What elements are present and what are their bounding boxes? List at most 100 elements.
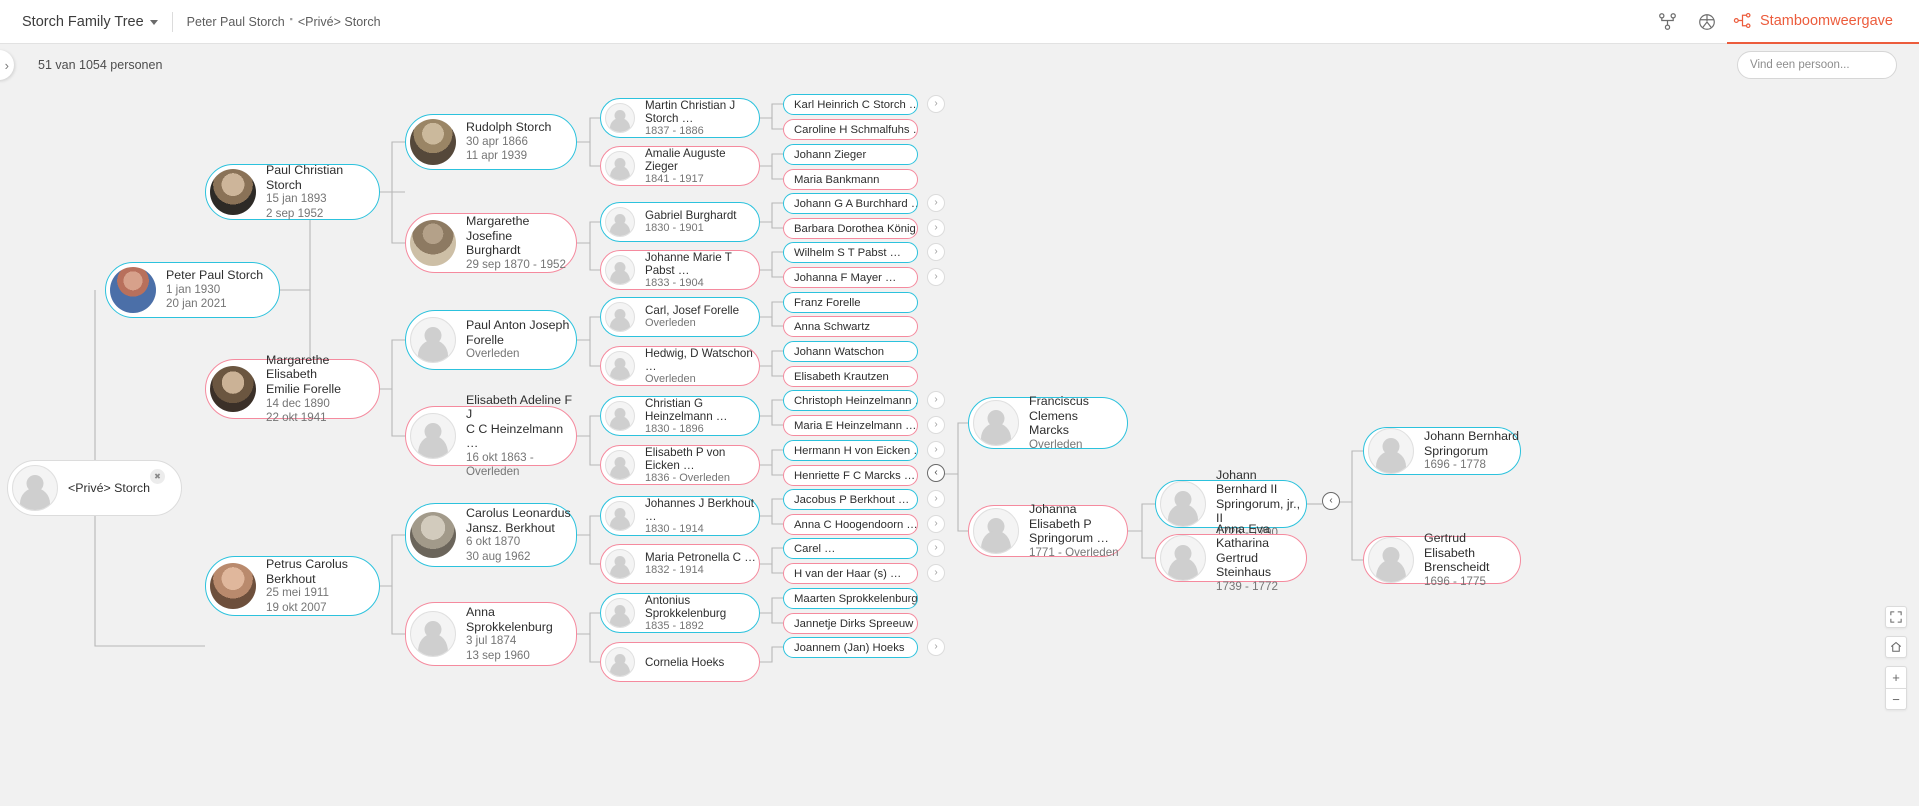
person-chip[interactable]: Maria Bankmann — [783, 169, 918, 190]
expand-chevron-right-icon[interactable]: › — [927, 243, 945, 261]
expand-chevron-right-icon[interactable]: › — [927, 441, 945, 459]
person-chip[interactable]: Caroline H Schmalfuhs … — [783, 119, 918, 140]
person-card[interactable]: Christian G Heinzelmann …1830 - 1896 — [600, 396, 760, 436]
person-chip[interactable]: Maria E Heinzelmann … — [783, 415, 918, 436]
avatar-head — [1382, 547, 1400, 565]
chevron-left-icon: ‹ — [934, 467, 938, 478]
expand-chevron-right-icon[interactable]: › — [927, 391, 945, 409]
expand-chevron-right-icon[interactable]: › — [927, 564, 945, 582]
person-chip[interactable]: Anna C Hoogendoorn … — [783, 514, 918, 535]
expand-chevron-right-icon[interactable]: › — [927, 539, 945, 557]
collapse-marcks-chevron-left-icon[interactable]: ‹ — [927, 464, 945, 482]
person-card[interactable]: Cornelia Hoeks — [600, 642, 760, 682]
person-card[interactable]: Martin Christian J Storch …1837 - 1886 — [600, 98, 760, 138]
person-chip[interactable]: Barbara Dorothea König — [783, 218, 918, 239]
home-icon[interactable] — [1885, 636, 1907, 658]
person-chip[interactable]: Maarten Sprokkelenburg — [783, 588, 918, 609]
expand-chevron-right-icon[interactable]: › — [927, 416, 945, 434]
person-name: Peter Paul Storch — [166, 268, 264, 283]
breadcrumb-leaf[interactable]: <Privé> Storch — [297, 14, 381, 29]
person-chip[interactable]: Carel … — [783, 538, 918, 559]
pedigree-icon[interactable] — [1647, 0, 1687, 44]
avatar-photo — [210, 366, 256, 412]
person-chip[interactable]: Jacobus P Berkhout … — [783, 489, 918, 510]
death-date: 2 sep 1952 — [266, 206, 324, 220]
person-chip[interactable]: Wilhelm S T Pabst … — [783, 242, 918, 263]
person-name: Paul Christian Storch — [266, 163, 344, 192]
card-private-storch[interactable]: <Privé> Storch ✖ — [7, 460, 182, 516]
tree-selector[interactable]: Storch Family Tree — [22, 14, 158, 30]
avatar-photo — [210, 563, 256, 609]
zoom-in-button[interactable]: + — [1885, 666, 1907, 688]
expand-chevron-right-icon[interactable]: › — [927, 638, 945, 656]
expand-chevron-right-icon[interactable]: › — [927, 515, 945, 533]
person-card[interactable]: Johannes J Berkhout …1830 - 1914 — [600, 496, 760, 536]
birth-date: 25 mei 1911 — [266, 586, 329, 600]
tree-name-label: Storch Family Tree — [22, 13, 144, 30]
expand-chevron-right-icon[interactable]: › — [927, 219, 945, 237]
person-chip[interactable]: Henriette F C Marcks … — [783, 465, 918, 486]
person-card[interactable]: Johanna Elisabeth P Springorum …1771 - O… — [968, 502, 1128, 559]
expand-chevron-right-icon[interactable]: › — [927, 194, 945, 212]
person-chip[interactable]: Johann G A Burchhard … — [783, 193, 918, 214]
person-card[interactable]: Elisabeth Adeline F J C C Heinzelmann …1… — [405, 393, 577, 478]
fan-chart-icon[interactable] — [1687, 0, 1727, 44]
chevron-right-icon: › — [934, 394, 938, 405]
person-chip[interactable]: Johanna F Mayer … — [783, 267, 918, 288]
person-card[interactable]: Johanne Marie T Pabst …1833 - 1904 — [600, 250, 760, 290]
person-card[interactable]: Maria Petronella C …1832 - 1914 — [600, 544, 760, 584]
person-chip[interactable]: Johann Watschon — [783, 341, 918, 362]
sidebar-expand-button[interactable]: › — [0, 50, 14, 80]
person-card[interactable]: Hedwig, D Watschon …Overleden — [600, 346, 760, 386]
expand-chevron-right-icon[interactable]: › — [927, 490, 945, 508]
avatar — [605, 647, 635, 677]
search-box[interactable] — [1737, 51, 1904, 79]
avatar-head — [424, 621, 442, 639]
person-chip[interactable]: Franz Forelle — [783, 292, 918, 313]
person-chip[interactable]: Karl Heinrich C Storch … — [783, 94, 918, 115]
person-chip[interactable]: H van der Haar (s) … — [783, 563, 918, 584]
tab-stamboomweergave[interactable]: Stamboomweergave — [1727, 0, 1919, 44]
avatar-head — [987, 410, 1005, 428]
person-chip[interactable]: Anna Schwartz — [783, 316, 918, 337]
search-input[interactable] — [1750, 59, 1904, 71]
breadcrumb-root[interactable]: Peter Paul Storch — [186, 14, 285, 29]
person-chip[interactable]: Elisabeth Krautzen — [783, 366, 918, 387]
zoom-out-button[interactable]: − — [1885, 688, 1907, 710]
person-chip[interactable]: Joannem (Jan) Hoeks — [783, 637, 918, 658]
expand-chevron-right-icon[interactable]: › — [927, 268, 945, 286]
collapse-springorum-chevron-left-icon[interactable]: ‹ — [1322, 492, 1340, 510]
person-chip[interactable]: Hermann H von Eicken … — [783, 440, 918, 461]
avatar — [605, 598, 635, 628]
person-card[interactable]: Elisabeth P von Eicken …1836 - Overleden — [600, 445, 760, 485]
person-chip[interactable]: Johann Zieger — [783, 144, 918, 165]
person-chip[interactable]: Jannetje Dirks Spreeuw — [783, 613, 918, 634]
expand-chevron-right-icon[interactable]: › — [927, 95, 945, 113]
person-chip[interactable]: Christoph Heinzelmann … — [783, 390, 918, 411]
fullscreen-icon[interactable] — [1885, 606, 1907, 628]
avatar-head — [614, 407, 626, 419]
